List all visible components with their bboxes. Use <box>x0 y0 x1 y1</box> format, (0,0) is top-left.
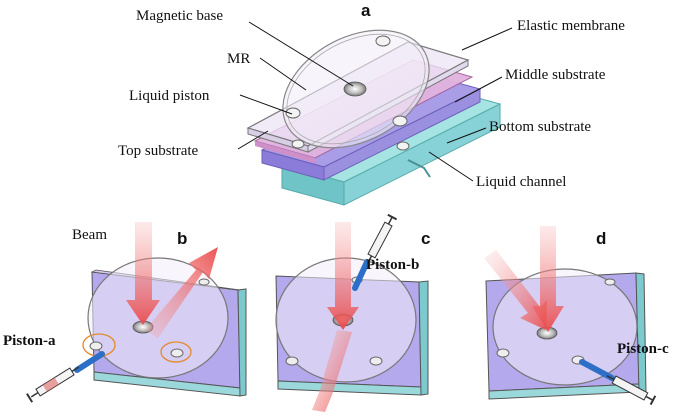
label-liquid-channel: Liquid channel <box>476 174 566 190</box>
beam-reflected-c <box>312 330 352 412</box>
panel-c: c Piston-b <box>275 213 430 412</box>
syringe-b <box>352 213 398 291</box>
syringe-c <box>579 359 657 406</box>
beam-incident-c <box>327 222 359 330</box>
panel-d: d Piston-c <box>484 226 669 406</box>
label-piston-b: Piston-b <box>366 257 419 273</box>
label-bottom-substrate: Bottom substrate <box>489 119 591 135</box>
label-piston-a: Piston-a <box>3 333 56 349</box>
panel-label-c: c <box>421 229 430 248</box>
panel-b: Beam b Piston-a <box>3 222 247 403</box>
panel-label-d: d <box>596 229 606 248</box>
label-magnetic-base: Magnetic base <box>136 8 223 24</box>
beam-incident-b <box>126 222 160 325</box>
panel-label-a: a <box>361 1 371 20</box>
leader-lines <box>237 21 513 182</box>
liquid-piston-holes <box>285 35 410 151</box>
syringe-a <box>26 351 105 403</box>
label-mr: MR <box>227 51 250 67</box>
label-elastic-membrane: Elastic membrane <box>517 18 625 34</box>
liquid-channel <box>407 159 431 178</box>
magnetic-base <box>343 81 367 97</box>
panel-label-b: b <box>177 229 187 248</box>
label-top-substrate: Top substrate <box>118 143 199 159</box>
beam-reflected-b <box>145 247 218 338</box>
beam-label: Beam <box>72 227 107 243</box>
beam-incident-d <box>532 226 564 332</box>
label-liquid-piston: Liquid piston <box>129 88 210 104</box>
label-middle-substrate: Middle substrate <box>505 67 606 83</box>
label-piston-c: Piston-c <box>617 341 669 357</box>
beam-reflected-d <box>484 250 547 330</box>
panel-a: a Magnetic base MR Liquid piston Top sub… <box>118 1 625 206</box>
